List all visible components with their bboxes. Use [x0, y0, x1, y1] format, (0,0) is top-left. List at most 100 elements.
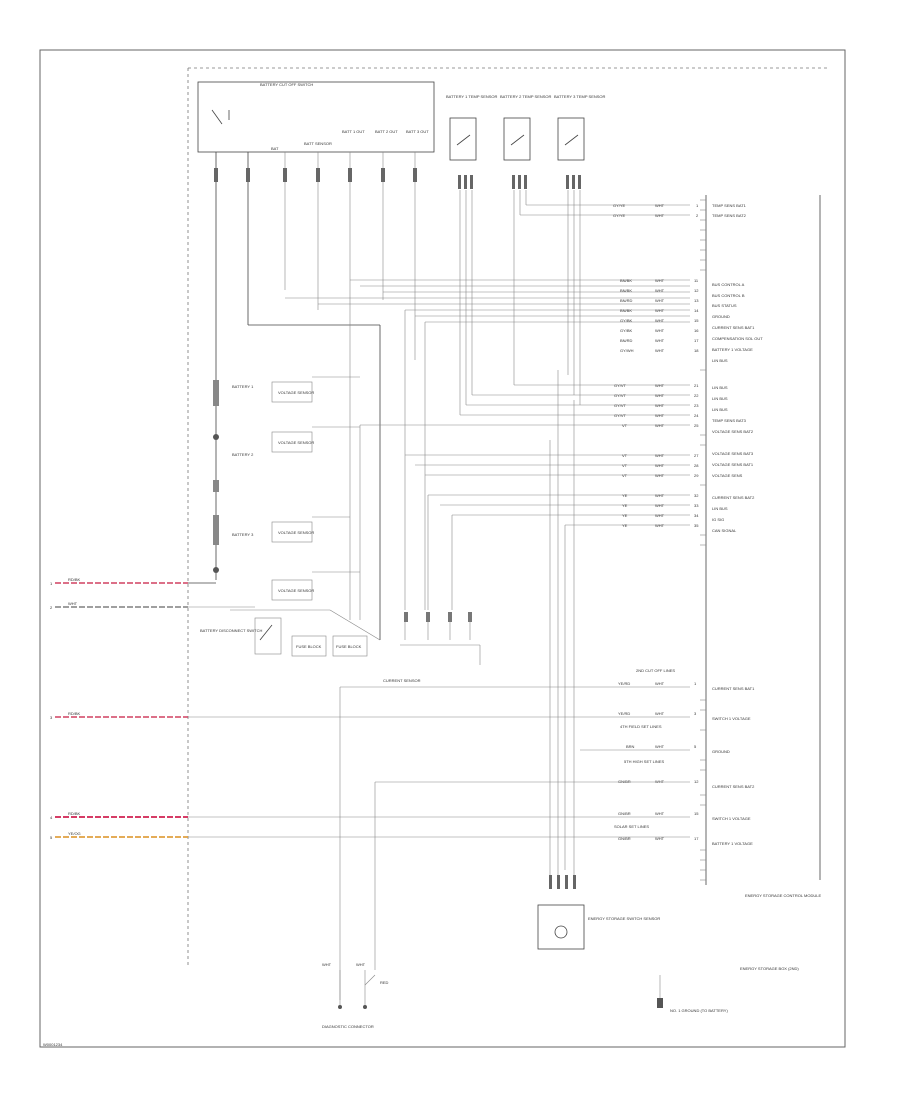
svg-text:GN/BR: GN/BR	[618, 836, 631, 841]
svg-text:TEMP SENS BAT2: TEMP SENS BAT2	[712, 213, 747, 218]
svg-text:CURRENT SENS BAT2: CURRENT SENS BAT2	[712, 784, 755, 789]
svg-text:17: 17	[694, 836, 699, 841]
svg-text:GY/VT: GY/VT	[614, 383, 627, 388]
svg-text:16: 16	[694, 328, 699, 333]
current-sensor-label: CURRENT SENSOR	[383, 678, 421, 683]
svg-text:CURRENT SENS BAT1: CURRENT SENS BAT1	[712, 686, 755, 691]
connector-rows-lower2: VT WHT 27 VOLTAGE SENS BAT3 VT WHT 28 VO…	[622, 451, 754, 478]
svg-text:1: 1	[694, 681, 697, 686]
current-fuse-lines	[400, 622, 481, 665]
connector-rows-mid: BN/BK WHT 11 BUS CONTROL A BN/BK WHT 12 …	[620, 278, 763, 363]
cutoff-wires	[214, 152, 417, 640]
svg-text:VT: VT	[622, 473, 628, 478]
energy-storage-switch-sensor: ENERGY STORAGE SWITCH SENSOR	[537, 370, 660, 950]
current-fuses	[404, 612, 472, 622]
svg-text:BUS CONTROL A: BUS CONTROL A	[712, 282, 745, 287]
svg-text:GY/BK: GY/BK	[620, 328, 633, 333]
svg-text:WHT: WHT	[655, 513, 665, 518]
svg-text:CAN SIGNAL: CAN SIGNAL	[712, 528, 737, 533]
svg-text:1: 1	[696, 203, 699, 208]
svg-text:2: 2	[50, 605, 53, 610]
sensor-3-label: BATTERY 3 TEMP SENSOR	[554, 94, 606, 99]
svg-text:12: 12	[694, 288, 699, 293]
svg-text:WHT: WHT	[655, 473, 665, 478]
lower-connector: 2ND CUT OFF LINES YE/RD WHT 1 CURRENT SE…	[374, 668, 755, 970]
svg-text:GN/BR: GN/BR	[618, 779, 631, 784]
svg-text:23: 23	[694, 403, 699, 408]
svg-text:15: 15	[694, 318, 699, 323]
svg-text:GROUND: GROUND	[712, 314, 730, 319]
svg-text:BN/BK: BN/BK	[620, 308, 632, 313]
battery-cutoff-switch: BATTERY CUT OFF SWITCH BAT BATT SENSOR B…	[197, 81, 435, 153]
svg-text:VT: VT	[622, 463, 628, 468]
relay-vs-4: VOLTAGE SENSOR	[278, 588, 314, 593]
svg-text:2ND CUT OFF LINES: 2ND CUT OFF LINES	[636, 668, 675, 673]
sensor-2-label: BATTERY 2 TEMP SENSOR	[500, 94, 552, 99]
svg-text:3: 3	[50, 715, 53, 720]
connector-rows-top: GY/YE WHT 1 TEMP SENS BAT1 GY/YE WHT 2 T…	[613, 203, 747, 218]
svg-text:13: 13	[694, 298, 699, 303]
svg-text:WHT: WHT	[655, 298, 665, 303]
footer-code: W0001234	[43, 1042, 63, 1047]
left-wire-4: 4 RD/BK	[50, 811, 690, 820]
svg-text:TEMP SENS BAT3: TEMP SENS BAT3	[712, 418, 747, 423]
svg-text:VOLTAGE SENS BAT1: VOLTAGE SENS BAT1	[712, 462, 754, 467]
svg-text:4TH FIELD SET LINES: 4TH FIELD SET LINES	[620, 724, 662, 729]
module-pin-ticks	[700, 199, 706, 881]
svg-text:GY/WH: GY/WH	[620, 348, 634, 353]
switch-contact	[211, 109, 223, 125]
svg-text:WHT: WHT	[655, 811, 665, 816]
svg-text:2: 2	[696, 213, 699, 218]
svg-text:GY/YE: GY/YE	[613, 203, 626, 208]
svg-text:BUS CONTROL B: BUS CONTROL B	[712, 293, 745, 298]
battery-disconnect-switch: BATTERY DISCONNECT SWITCH FUSE BLOCK FUS…	[200, 609, 381, 657]
svg-text:WHT: WHT	[655, 328, 665, 333]
svg-text:BATTERY 1 VOLTAGE: BATTERY 1 VOLTAGE	[712, 841, 753, 846]
svg-text:CURRENT SENS BAT1: CURRENT SENS BAT1	[712, 325, 755, 330]
svg-text:RD/BK: RD/BK	[68, 711, 81, 716]
ground-point: NO. 1 GROUND (TO BATTERY)	[657, 975, 728, 1013]
relay-label-1: BATTERY 1	[232, 384, 254, 389]
relay-label-3: BATTERY 3	[232, 532, 254, 537]
svg-text:18: 18	[694, 348, 699, 353]
svg-text:SWITCH 1 VOLTAGE: SWITCH 1 VOLTAGE	[712, 816, 751, 821]
energy-storage-label: ENERGY STORAGE BOX (2ND)	[740, 966, 799, 971]
cutoff-pin-2: BATT SENSOR	[304, 141, 332, 146]
sensor-lead-lines	[459, 190, 690, 415]
svg-text:LIN BUS: LIN BUS	[712, 506, 728, 511]
battery-1-temp-sensor: BATTERY 1 TEMP SENSOR	[446, 94, 498, 161]
svg-text:WHT: WHT	[655, 503, 665, 508]
cutoff-pin-5: BATT 3 OUT	[406, 129, 429, 134]
svg-text:BUS STATUS: BUS STATUS	[712, 303, 737, 308]
svg-text:LIN BUS: LIN BUS	[712, 407, 728, 412]
svg-text:BN/BK: BN/BK	[620, 278, 632, 283]
svg-text:22: 22	[694, 393, 699, 398]
svg-text:21: 21	[694, 383, 699, 388]
svg-text:5TH HIGH SET LINES: 5TH HIGH SET LINES	[624, 759, 664, 764]
svg-text:WHT: WHT	[655, 278, 665, 283]
svg-text:CURRENT SENS BAT2: CURRENT SENS BAT2	[712, 495, 755, 500]
svg-text:YE: YE	[622, 513, 628, 518]
svg-text:WHT: WHT	[356, 962, 366, 967]
svg-text:IG SIG: IG SIG	[712, 517, 724, 522]
svg-text:WHT: WHT	[655, 203, 665, 208]
svg-text:WHT: WHT	[655, 383, 665, 388]
svg-text:YE/OG: YE/OG	[68, 831, 81, 836]
svg-text:WHT: WHT	[655, 681, 665, 686]
cutoff-pin-3: BATT 1 OUT	[342, 129, 365, 134]
svg-text:WHT: WHT	[655, 423, 665, 428]
svg-text:WHT: WHT	[655, 493, 665, 498]
svg-text:WHT: WHT	[655, 403, 665, 408]
left-wire-5: 5 YE/OG	[50, 831, 690, 840]
svg-text:24: 24	[694, 413, 699, 418]
svg-text:VOLTAGE SENS BAT2: VOLTAGE SENS BAT2	[712, 429, 754, 434]
svg-text:11: 11	[694, 278, 699, 283]
svg-text:VOLTAGE SENS: VOLTAGE SENS	[712, 473, 743, 478]
svg-text:WHT: WHT	[655, 744, 665, 749]
module-label: ENERGY STORAGE CONTROL MODULE	[745, 893, 821, 898]
svg-text:WHT: WHT	[655, 711, 665, 716]
left-wire-2: 2 WHT	[50, 601, 255, 610]
sensor-1-label: BATTERY 1 TEMP SENSOR	[446, 94, 498, 99]
battery-3-temp-sensor: BATTERY 3 TEMP SENSOR	[554, 94, 606, 161]
svg-text:BRN: BRN	[626, 744, 635, 749]
